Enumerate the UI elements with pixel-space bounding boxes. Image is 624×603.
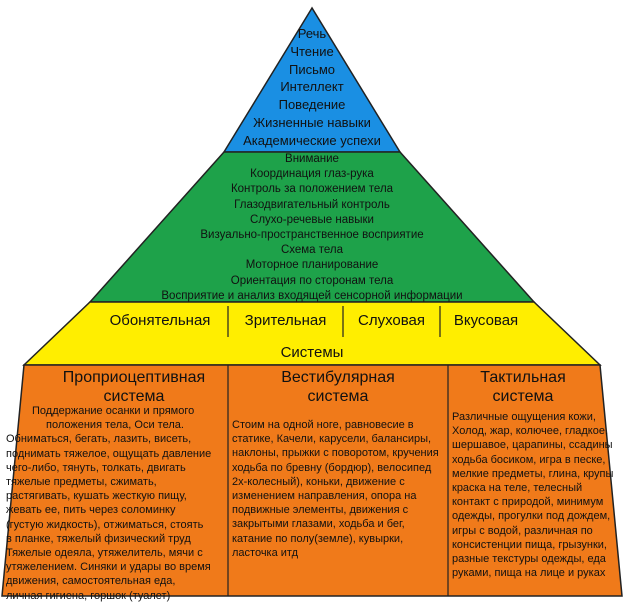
column-title-line: Тактильная — [480, 369, 566, 386]
skill-label: Ориентация по сторонам тела — [230, 274, 394, 287]
middle-tier-text: Внимание Координация глаз-рука Контроль … — [0, 152, 624, 304]
description-line: краска на теле, телесный — [452, 482, 583, 495]
column-title-line: система — [307, 388, 369, 405]
description-line: тяжелые предметы, сжимать, — [6, 476, 157, 489]
description-line: Обниматься, бегать, лазить, висеть, — [6, 433, 192, 446]
description-line: жевать ее, пить через соломинку — [6, 504, 176, 517]
description-line: мелкие предметы, глина, крупы — [452, 467, 614, 480]
column-title-line: Проприоцептивная — [62, 369, 206, 386]
description-line: (густую жидкость), отжиматься, стоять — [6, 518, 204, 531]
description-line: Тяжелые одеяла, утяжелитель, мячи с — [6, 547, 203, 560]
column-title-line: Вестибулярная — [281, 369, 395, 386]
skill-label: Визуально-пространственное восприятие — [200, 229, 424, 242]
description-line: игры с водой, различная по — [452, 524, 593, 537]
skill-label: Глазодвигательный контроль — [234, 198, 390, 211]
description-line: разные текстуры одежды, еда — [452, 553, 606, 566]
description-line: руками, пища на лице и руках — [452, 567, 606, 580]
skill-label: Жизненные навыки — [253, 114, 371, 130]
description-line: ласточка итд — [232, 546, 299, 559]
sense-visual: Зрительная — [244, 312, 327, 329]
skill-label: Академические успехи — [243, 132, 381, 148]
description-line: наклоны, прыжки с поворотом, кручения — [232, 447, 439, 460]
description-line: консистенции пища, грызунки, — [452, 538, 607, 551]
description-line: утяжелением. Синяки и удары во время — [6, 561, 211, 574]
top-tier-text: Речь Чтение Письмо Интеллект Поведение Ж… — [0, 25, 624, 150]
vestibular-title: Вестибулярная система — [228, 368, 448, 406]
sense-olfactory: Обонятельная — [109, 312, 211, 329]
description-line: ходьба босиком, игра в песке, — [452, 453, 606, 466]
vestibular-description: Стоим на одной ноге, равновесие в статик… — [232, 418, 446, 560]
description-line: закрытыми глазами, ходьба и бег, — [232, 518, 405, 531]
skill-label: Схема тела — [280, 244, 344, 257]
proprioceptive-description: Поддержание осанки и прямого положения т… — [6, 404, 226, 603]
skill-label: Чтение — [290, 43, 334, 59]
description-line: Холод, жар, колючее, гладкое, — [452, 425, 609, 438]
skill-label: Поведение — [278, 97, 346, 113]
description-line: 2х-колесный), коньки, движение с — [232, 475, 405, 488]
column-title-line: система — [103, 388, 165, 405]
skill-label: Речь — [297, 26, 327, 41]
description-line: личная гигиена, горшок (туалет) — [6, 589, 171, 602]
skill-label: Восприятие и анализ входящей сенсорной и… — [161, 289, 463, 302]
column-title-line: система — [492, 388, 554, 405]
sense-auditory: Слуховая — [357, 312, 426, 329]
skill-label: Координация глаз-рука — [250, 168, 374, 181]
skill-label: Моторное планирование — [245, 259, 379, 272]
description-line: контакт с природой, минимум — [452, 496, 604, 509]
description-line: поднимать тяжелое, ощущать давление — [6, 447, 212, 460]
description-line: изменением направления, опора на — [232, 490, 417, 503]
description-line: растягивать, кушать жесткую пищу, — [6, 490, 187, 503]
description-line: подвижные элементы, движения с — [232, 504, 409, 517]
description-line: статике, Качели, карусели, балансиры, — [232, 433, 432, 446]
sense-gustatory: Вкусовая — [453, 312, 519, 329]
description-line: чего-либо, тянуть, толкать, двигать — [6, 461, 186, 474]
skill-label: Интеллект — [280, 79, 344, 95]
tactile-description: Различные ощущения кожи, Холод, жар, кол… — [452, 410, 620, 580]
description-line: катание по полу(земле), кувырки, — [232, 532, 404, 545]
systems-label: Системы — [280, 344, 344, 361]
description-line: Различные ощущения кожи, — [452, 411, 596, 423]
description-line: ходьба по бревну (бордюр), велосипед — [232, 461, 432, 474]
description-line: движения, самостоятельная еда, — [6, 575, 176, 588]
description-line: положения тела, Оси тела. — [46, 419, 184, 432]
skill-label: Слухо-речевые навыки — [250, 213, 374, 226]
description-line: Стоим на одной ноге, равновесие в — [232, 419, 414, 431]
base-tier — [1, 364, 623, 597]
skill-label: Контроль за положением тела — [230, 183, 394, 196]
description-line: одежды, прогулки под дождем, — [452, 510, 611, 523]
description-line: шершавое, царапины, ссадины — [452, 439, 613, 452]
skill-label: Письмо — [288, 61, 336, 77]
proprioceptive-title: Проприоцептивная система — [40, 368, 228, 406]
skill-label: Внимание — [285, 153, 339, 165]
description-line: в планке, тяжелый физический труд — [6, 532, 191, 545]
tactile-title: Тактильная система — [448, 368, 598, 406]
description-line: Поддержание осанки и прямого — [32, 405, 195, 417]
